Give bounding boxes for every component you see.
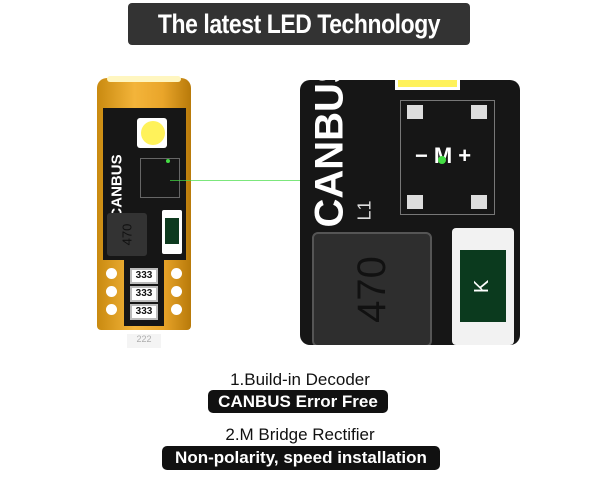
feature-1-highlight: CANBUS Error Free [208, 390, 388, 413]
resistor-label: 333 [130, 304, 158, 320]
bulb-canbus-text: CANBUS [108, 154, 126, 219]
feature-1-heading: 1.Build-in Decoder [230, 370, 370, 389]
inductor-470: 470 [312, 232, 432, 345]
led-chip-icon [141, 121, 165, 145]
title-text: The latest LED Technology [157, 8, 441, 39]
title-banner: The latest LED Technology [128, 3, 470, 45]
bridge-rectifier-chip: −M+ [400, 100, 495, 215]
canbus-text: CANBUS [307, 80, 352, 228]
l1-label: L1 [354, 200, 375, 221]
feature-2-highlight: Non-polarity, speed installation [162, 446, 440, 470]
resistor-label: 333 [130, 286, 158, 302]
led-bulb-image: CANBUS 470 333 333 333 222 [97, 76, 193, 350]
reflection-label: 222 [127, 334, 161, 348]
feature-2-heading: 2.M Bridge Rectifier [225, 425, 375, 444]
resistor-k: K [452, 228, 514, 345]
zoomed-circuit-panel: CANBUS L1 −M+ 470 K [300, 80, 520, 345]
resistor-label: 333 [130, 268, 158, 284]
bulb-inductor: 470 [107, 213, 147, 256]
